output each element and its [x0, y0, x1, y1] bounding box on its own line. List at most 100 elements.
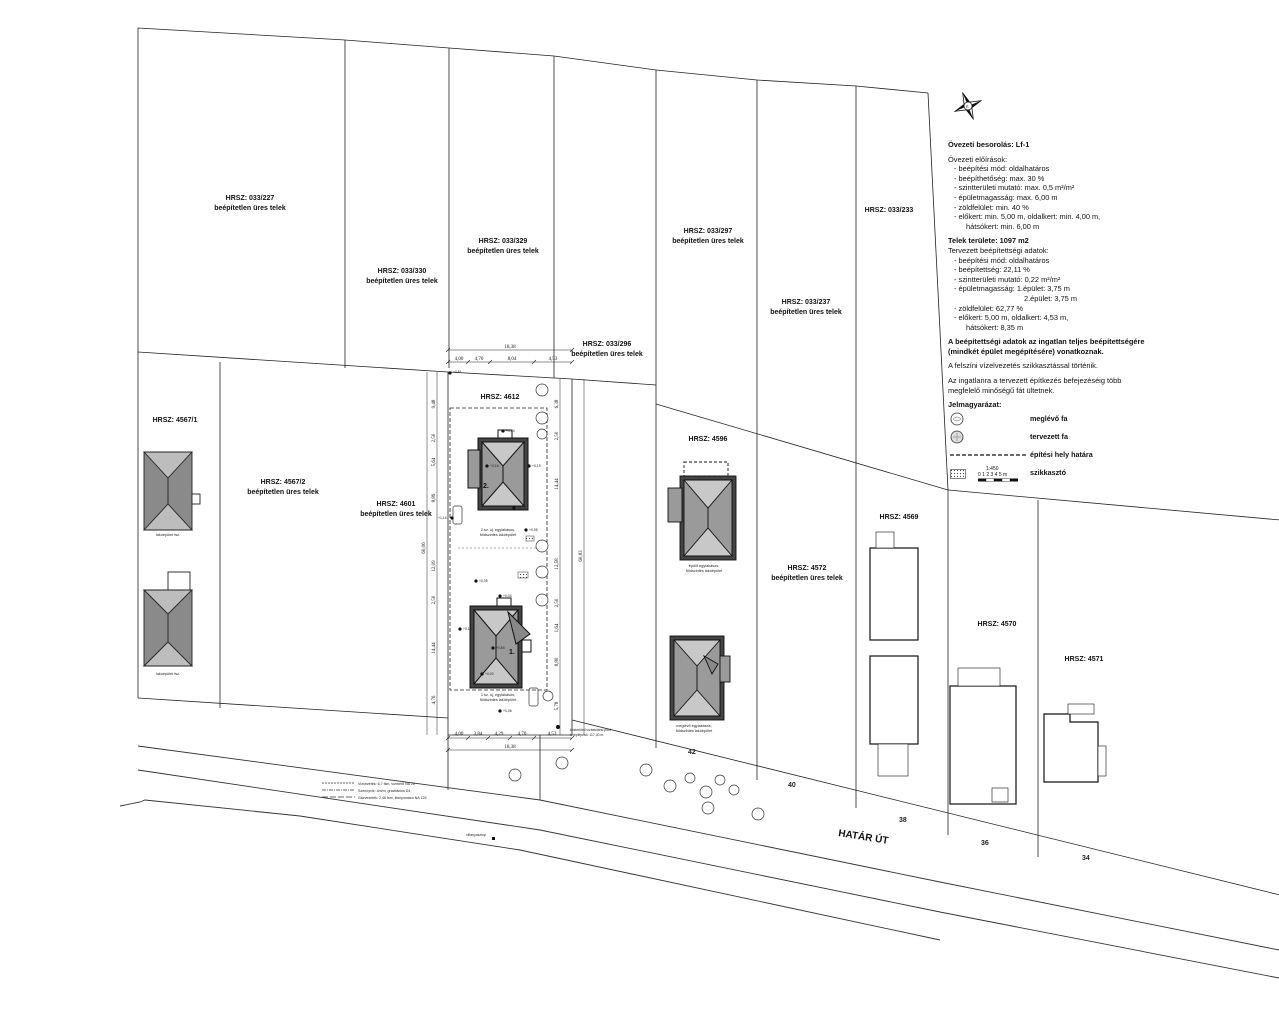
planned-item: hátsókert: 8,35 m	[966, 322, 1024, 332]
left-dimension-labels: 9,48 2,50 5,64 8,89 12,09 2,50 14,44 4,7…	[422, 399, 437, 704]
hrsz-033-296: HRSZ: 033/296	[583, 341, 632, 348]
right-dim-1: 6,38	[555, 399, 560, 408]
b4596-bottom-note-2: földszintes lakóépület	[676, 729, 713, 733]
road	[119, 745, 1279, 979]
hrsz-033-329: HRSZ: 033/329	[479, 238, 528, 245]
hrsz-4567-1: HRSZ: 4567/1	[153, 417, 198, 424]
top-dim-4: 4,53	[549, 357, 558, 362]
parcel-lines	[137, 27, 1279, 896]
key-soakaway-label: szikkasztó	[1030, 467, 1066, 477]
note-trees-1: Az ingatlanra a tervezett építkezés befe…	[948, 376, 1122, 386]
house-4567-1-bottom	[142, 571, 194, 667]
planned-item: 2.épület: 3,75 m	[1024, 293, 1078, 303]
right-dim-7: 8,80	[555, 657, 560, 666]
plan1-note-2: földszintes lakóépület	[480, 698, 517, 702]
tree-icon	[714, 774, 726, 786]
soakaway-icon	[525, 535, 535, 542]
zoning-rule: - zöldfelület: min. 40 %	[954, 202, 1029, 212]
plot-area: Telek területe: 1097 m2	[948, 236, 1029, 246]
right-dim-5: 2,50	[555, 598, 560, 607]
note-drainage: A felszíni vízelvezetés szikkasztással t…	[948, 361, 1098, 371]
key-title: Jelmagyarázat:	[948, 400, 1002, 410]
planned-item: - beépítettség: 22,11 %	[954, 265, 1030, 275]
parcel-labels: HRSZ: 033/227 beépítetlen üres telek HRS…	[153, 195, 1104, 663]
right-dim-3: 14,44	[555, 478, 560, 490]
planned-item: - épületmagasság: 1.épület: 3,75 m	[954, 284, 1070, 294]
utility-gas: Gázvezeték: 2,46 fsm, kisnyomású NA 125	[358, 796, 427, 800]
status-4572: beépítetlen üres telek	[771, 575, 843, 582]
svg-text:+0,04: +0,04	[503, 594, 512, 598]
svg-text:+0,95: +0,95	[529, 528, 538, 532]
key-planned-tree: tervezett fa	[948, 429, 1273, 446]
soakaway-icon	[950, 469, 966, 479]
status-033-227: beépítetlen üres telek	[214, 205, 286, 212]
legend-panel: Övezeti besorolás: Lf-1 Övezeti előíráso…	[948, 140, 1273, 482]
svg-text:+0,74: +0,74	[517, 506, 526, 510]
hrsz-033-297: HRSZ: 033/297	[684, 228, 733, 235]
planned-tree-icon	[950, 430, 964, 444]
svg-text:+0,16: +0,16	[463, 627, 472, 631]
utility-pole-label: villanyoszlop	[466, 833, 486, 837]
tree-icon	[555, 756, 569, 770]
building-4569-a	[869, 547, 919, 641]
hrsz-4567-2: HRSZ: 4567/2	[261, 479, 306, 486]
top-dim-3: 8,04	[508, 357, 517, 362]
bottom-dim-2: 3,84	[474, 732, 483, 737]
north-label: É	[966, 104, 969, 109]
tree-icon	[535, 411, 549, 425]
hrsz-4612: HRSZ: 4612	[481, 394, 520, 401]
hrsz-033-233: HRSZ: 033/233	[865, 207, 914, 214]
street-name: HATÁR ÚT	[838, 826, 890, 847]
status-033-297: beépítetlen üres telek	[672, 238, 744, 245]
svg-text:+0,81: +0,81	[453, 370, 462, 374]
house-number-34: 34	[1082, 855, 1090, 862]
status-033-296: beépítetlen üres telek	[571, 351, 643, 358]
house-number-36: 36	[981, 840, 989, 847]
hrsz-4571: HRSZ: 4571	[1065, 656, 1104, 663]
planned-building-2	[467, 429, 529, 511]
building-4571	[1043, 713, 1099, 783]
svg-text:+1,16: +1,16	[438, 516, 447, 520]
planned-item: - zöldfelület: 62,77 %	[954, 303, 1024, 313]
scale-ticks: 0 1 2 3 4 5 m	[978, 472, 1008, 478]
existing-trees	[508, 383, 765, 821]
level-marker: +0,81	[448, 370, 462, 375]
tree-icon	[542, 690, 554, 702]
hrsz-033-227: HRSZ: 033/227	[226, 195, 275, 202]
buildings-right	[869, 531, 1107, 805]
planned-building-1	[469, 597, 532, 689]
level-marker: +0,16	[458, 627, 472, 631]
note-bold-1: A beépítettségi adatok az ingatlan telje…	[948, 337, 1145, 347]
plan1-note-1: 1.sz. új, egylakásos,	[481, 693, 515, 697]
svg-text:+0,15: +0,15	[532, 464, 541, 468]
tree-icon	[535, 565, 549, 579]
zoning-rule: - épületmagasság: max. 6,00 m	[954, 192, 1058, 202]
level-marker: +0,84	[491, 646, 505, 650]
scale-bar-graphic	[978, 478, 1018, 482]
level-marker: +0,15	[527, 464, 541, 468]
bottom-dim-4: 4,70	[518, 732, 527, 737]
hrsz-033-330: HRSZ: 033/330	[378, 268, 427, 275]
tree-icon	[639, 763, 653, 777]
level-marker: +0,04	[498, 594, 512, 598]
utility-lines: Vízvezeték: 6,7 fsm, vízmérő NA 20 Szenn…	[322, 782, 427, 800]
note-trees-2: megfelelő minőségű fát ültetnek.	[948, 385, 1055, 395]
planned-item: - előkert: 5,00 m, oldalkert: 4,53 m,	[954, 313, 1069, 323]
right-dim-6: 1,64	[555, 623, 560, 632]
tree-icon	[536, 428, 548, 440]
left-dim-7: 14,44	[432, 642, 437, 654]
zoning-rules-title: Övezeti előírások:	[948, 154, 1008, 164]
left-dim-1: 9,48	[432, 399, 437, 408]
scale-ratio: 1:450	[986, 466, 999, 472]
zoning-rule: - előkert: min. 5,00 m, oldalkert: min. …	[954, 212, 1101, 222]
building-4570	[949, 685, 1017, 805]
house-number-42: 42	[688, 749, 696, 756]
key-planned-tree-label: tervezett fa	[1030, 431, 1068, 441]
left-dim-5: 12,09	[432, 560, 437, 572]
level-markers: +0,81 +0,04 +0,15 +0,16 +0,74 +0,95 +0,0…	[438, 370, 541, 713]
svg-text:+0,84: +0,84	[496, 646, 505, 650]
building-4596-existing	[669, 635, 731, 721]
left-dim-2: 2,50	[432, 433, 437, 442]
level-marker: +0,00	[480, 672, 494, 676]
left-dim-4: 8,89	[432, 493, 437, 502]
